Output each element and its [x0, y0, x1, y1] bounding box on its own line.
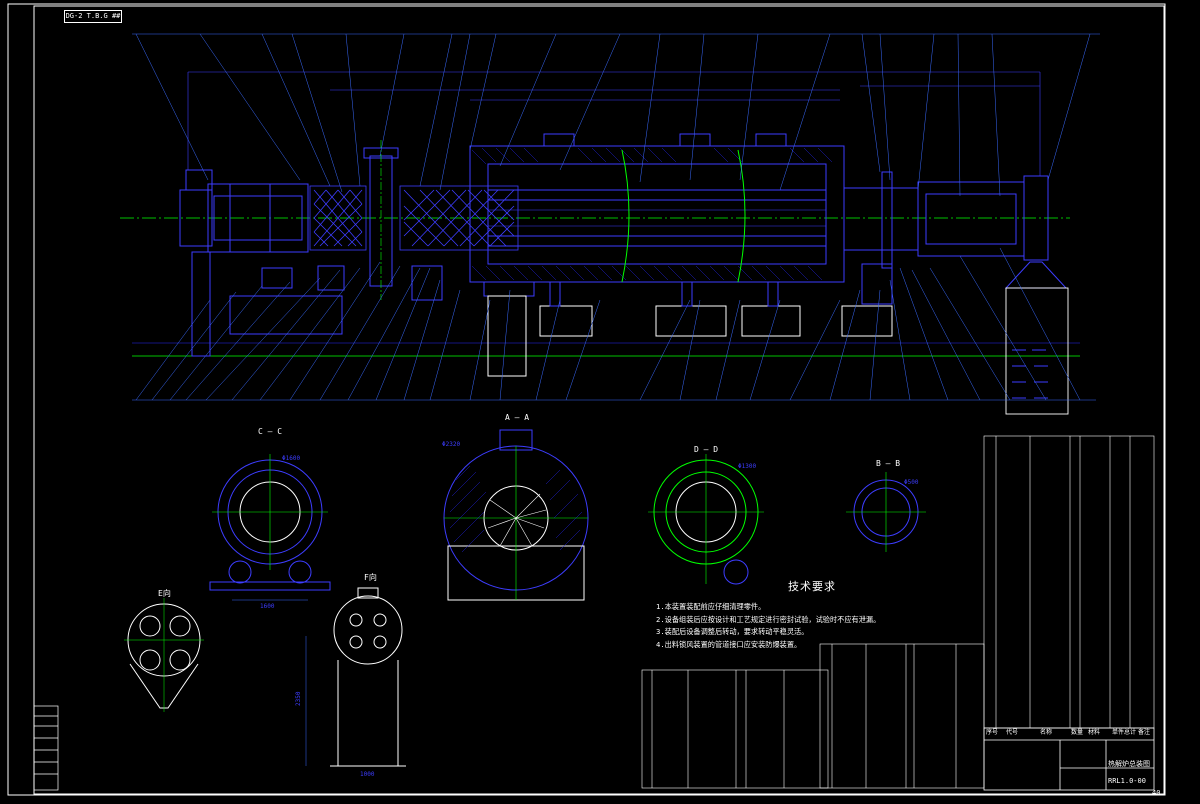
tech-requirements-title: 技术要求 — [788, 580, 836, 593]
drawing-code: RRL1.0-00 — [1108, 777, 1146, 785]
section-dd — [648, 454, 764, 585]
section-aa — [443, 429, 589, 601]
furnace-rings — [621, 149, 746, 283]
dimension-chains — [187, 71, 1041, 176]
hdr-4: 材料 — [1088, 728, 1100, 736]
tech-item: 4.出料锁风装置的管道接口应安装防爆装置。 — [656, 639, 802, 649]
label-view-e: E向 — [158, 588, 171, 598]
vertical-riser — [363, 140, 399, 300]
sheet-number: 40 — [1152, 789, 1161, 797]
dim-aa-diameter: Φ2320 — [442, 441, 460, 448]
label-section-aa: A — A — [505, 413, 529, 422]
parts-table-right — [983, 435, 1155, 729]
tech-requirements-list: 1.本装置装配前应仔细清理零件。 2.设备组装后应按设计和工艺规定进行密封试验，… — [656, 601, 880, 651]
furnace-body — [469, 133, 845, 283]
feed-end-assembly — [179, 169, 309, 357]
discharge-end-assembly — [843, 171, 1068, 289]
water-seal-tank — [1005, 287, 1069, 415]
furnace-insulation-hatch — [471, 147, 833, 281]
drawing-name: 热解炉总装图 — [1108, 760, 1150, 768]
leader-lines — [132, 33, 1100, 401]
sheet-title-tab: DG-2 T.B.G ## — [64, 10, 122, 23]
section-aa-hatch — [449, 465, 583, 553]
supports-and-drive — [229, 263, 893, 377]
ground-line — [132, 342, 1080, 357]
view-f — [305, 587, 406, 767]
dim-cc-diameter: Φ1600 — [282, 455, 300, 462]
hdr-3: 数量 — [1071, 728, 1083, 736]
dim-cc-width: 1600 — [260, 603, 275, 610]
dim-f-height: 2350 — [295, 691, 302, 706]
hdr-1: 代号 — [1006, 728, 1018, 736]
hdr-2: 名称 — [1040, 728, 1052, 736]
parts-table-bottom — [641, 643, 985, 789]
label-section-dd: D — D — [694, 445, 718, 454]
label-section-bb: B — B — [876, 459, 900, 468]
section-bb — [846, 472, 926, 552]
parts-table-header: 序号 代号 名称 数量 材料 单件 总计 备注 — [986, 728, 1150, 736]
inner-frame — [33, 5, 1165, 795]
title-block — [983, 727, 1155, 791]
tech-item: 3.装配后设备调整后转动，要求转动平稳灵活。 — [656, 627, 809, 636]
section-cc — [209, 454, 331, 601]
dim-f-width: 1000 — [360, 771, 375, 778]
dim-bb-diameter: Φ500 — [904, 479, 919, 486]
hdr-6: 总计 — [1124, 728, 1136, 736]
view-e — [124, 598, 204, 712]
left-margin-table — [33, 705, 59, 791]
hdr-0: 序号 — [986, 728, 998, 736]
hdr-7: 备注 — [1138, 728, 1150, 736]
dim-dd-diameter: Φ1300 — [738, 463, 756, 470]
outer-frame — [7, 3, 1166, 796]
hdr-5: 单件 — [1112, 728, 1124, 736]
screw-feeder — [309, 185, 519, 251]
label-section-cc: C — C — [258, 427, 282, 436]
tech-item: 2.设备组装后应按设计和工艺规定进行密封试验，试验时不应有泄漏。 — [656, 614, 881, 624]
label-view-f: F向 — [364, 572, 377, 582]
tech-item: 1.本装置装配前应仔细清理零件。 — [656, 602, 766, 611]
